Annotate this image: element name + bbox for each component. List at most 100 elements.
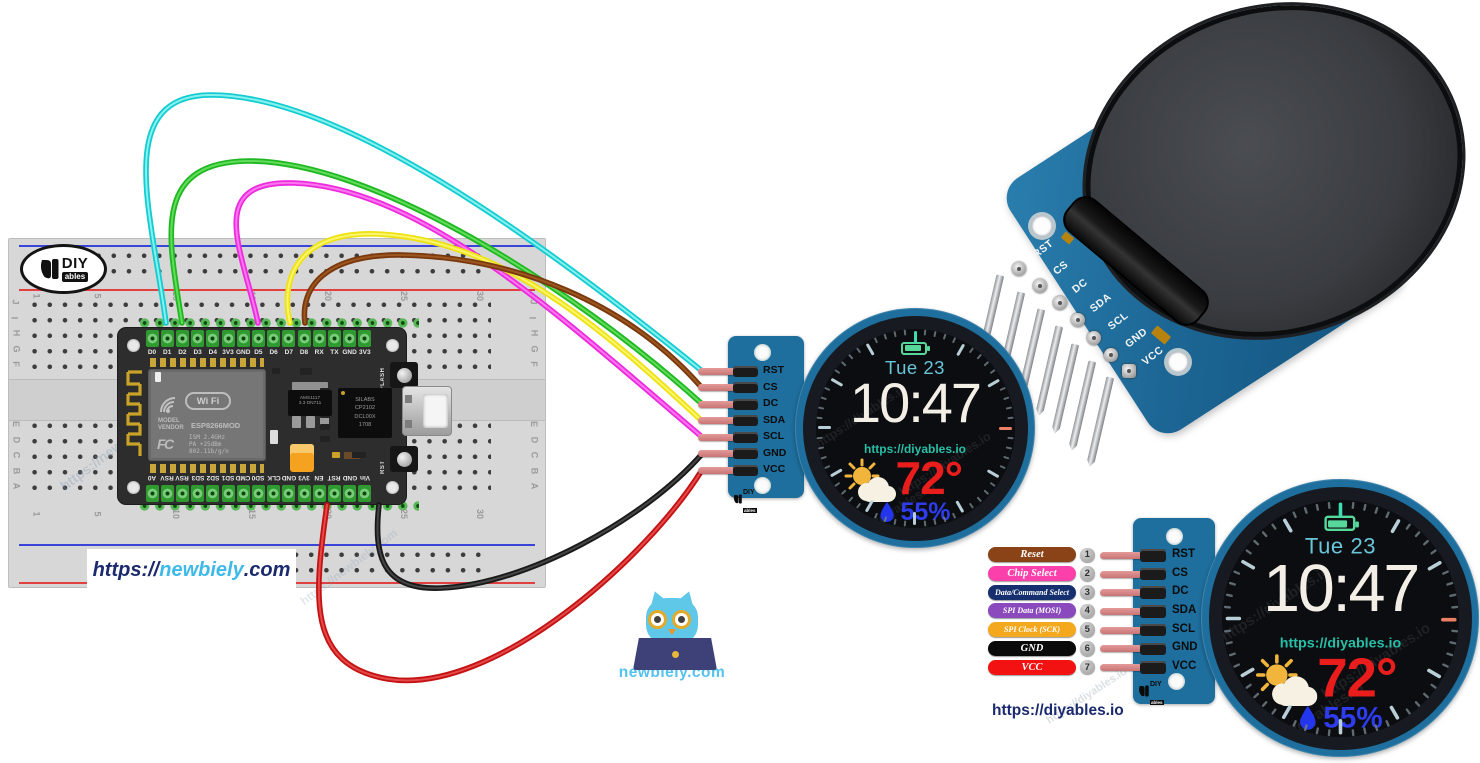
rail-line-blue-top xyxy=(19,245,535,247)
newbiely-banner: https://newbiely.com xyxy=(87,549,296,591)
nodemcu-pin-label: 3V3 xyxy=(298,474,310,481)
usb-uart-chip: SILABS CP2102 DCL00X 1708 xyxy=(338,388,392,438)
regulator-leg xyxy=(292,416,301,428)
pin-row: SDA xyxy=(694,413,804,430)
pin-row: CS xyxy=(694,380,804,397)
pin-label: DC xyxy=(1172,585,1189,598)
micro-usb-port xyxy=(402,386,452,436)
minute-tick-mark xyxy=(1007,436,1014,440)
photo-solder-pad xyxy=(1033,279,1047,293)
watch-url: https://diyables.io xyxy=(1279,634,1401,651)
mounting-hole xyxy=(127,339,140,352)
nodemcu-pin-label: 3V3 xyxy=(222,349,234,356)
sun-cloud-icon xyxy=(1255,653,1317,706)
smd-component xyxy=(320,436,330,442)
minute-tick-mark xyxy=(969,347,974,354)
watch-url: https://diyables.io xyxy=(863,441,966,456)
banner-name: newbiely xyxy=(159,558,244,581)
diyables-logo: DIY ables xyxy=(20,244,107,294)
esp8266-shield: Wi Fi MODEL VENDOR ESP8266MOD FC ISM 2.4… xyxy=(148,369,266,461)
hour-tick-mark xyxy=(1388,516,1400,532)
pin-socket xyxy=(1140,605,1166,618)
mini-logo-diy: DIY xyxy=(1150,681,1162,688)
smd-component xyxy=(300,368,312,375)
legend-label: Data/Command Select xyxy=(988,584,1076,600)
legend-item: SPI Data (MOSI)4 xyxy=(988,602,1095,621)
mounting-hole xyxy=(1032,216,1052,236)
row-letter: F xyxy=(528,361,539,367)
header-pin xyxy=(251,330,265,347)
minute-tick-mark xyxy=(1449,628,1458,632)
mounting-hole xyxy=(386,339,399,352)
column-label: 5 xyxy=(92,293,103,299)
reset-button xyxy=(390,446,418,472)
nodemcu-pin-label: GND xyxy=(281,474,297,481)
column-label: 5 xyxy=(92,511,103,517)
watch-face: https://diyables.io https://diyables.io … xyxy=(1221,499,1459,737)
legend-number: 4 xyxy=(1080,603,1095,619)
pin-socket xyxy=(1140,567,1166,581)
header-pin xyxy=(236,330,250,347)
minute-tick-mark xyxy=(1326,500,1330,509)
pin-row: CS xyxy=(1100,565,1210,584)
diyables-owl-icon xyxy=(40,259,59,279)
diyables-owl-icon xyxy=(733,494,742,504)
nodemcu-pin-label: D4 xyxy=(208,349,217,356)
header-pin xyxy=(145,485,159,502)
banner-https: https:// xyxy=(92,558,160,581)
row-letter: B xyxy=(529,467,540,474)
hour-tick-mark xyxy=(864,342,875,356)
mini-logo-ables: ables xyxy=(1150,700,1164,705)
pin-row: RST xyxy=(1100,546,1210,565)
pin-row: SCL xyxy=(1100,621,1210,640)
column-label: 10 xyxy=(170,290,181,302)
hour-tick-mark xyxy=(955,342,966,356)
chip-pin1-dot xyxy=(341,391,345,395)
diyables-owl-icon xyxy=(1139,685,1149,697)
owl-laptop xyxy=(633,638,717,670)
column-label: 1 xyxy=(31,511,42,517)
legend-number: 6 xyxy=(1080,641,1095,656)
pin-row: GND xyxy=(694,446,804,463)
photo-solder-pad xyxy=(1122,364,1136,378)
legend-label: Chip Select xyxy=(988,566,1076,582)
pin-row: DC xyxy=(1100,583,1210,602)
owl-beak xyxy=(668,629,676,635)
photo-solder-pad xyxy=(1071,313,1085,327)
row-letter: E xyxy=(11,420,22,428)
pin-label: SCL xyxy=(763,430,784,443)
nodemcu-pin-label: A0 xyxy=(147,474,157,481)
minute-tick-mark xyxy=(1314,502,1318,510)
nodemcu-pin-label: EN xyxy=(314,474,324,481)
pin-label: GND xyxy=(763,446,787,459)
header-pin xyxy=(312,485,326,502)
smd-component xyxy=(270,430,278,444)
esp-spec3: 802.11b/g/n xyxy=(189,447,229,455)
pin-wire-stub xyxy=(1100,664,1142,672)
header-pin xyxy=(358,485,372,502)
header-pin xyxy=(206,330,220,347)
pin-label: VCC xyxy=(763,463,786,476)
header-pin xyxy=(343,485,357,502)
minute-tick-mark xyxy=(1270,522,1276,529)
column-label: 20 xyxy=(322,508,333,520)
pin-socket xyxy=(1140,661,1166,674)
pin-wire-stub xyxy=(1100,570,1142,578)
hour-tick-mark xyxy=(913,330,917,344)
pin-wire-stub xyxy=(698,417,739,425)
mounting-hole xyxy=(754,344,771,361)
header-pin xyxy=(267,330,281,347)
row-letter: J xyxy=(10,299,21,305)
pin-socket xyxy=(733,415,758,427)
minute-tick-mark xyxy=(893,331,897,338)
pin-wire-stub xyxy=(1100,645,1142,653)
mini-logo-diy: DIY xyxy=(743,489,755,496)
photo-solder-pad xyxy=(1053,296,1067,310)
hour-tick-mark xyxy=(1280,516,1292,532)
mounting-hole xyxy=(1168,352,1188,372)
row-letter: C xyxy=(11,451,22,459)
row-letter: J xyxy=(528,299,539,305)
voltage-regulator: AMS1117 3.3 DN711 xyxy=(288,390,332,416)
mounting-hole xyxy=(1168,673,1185,690)
